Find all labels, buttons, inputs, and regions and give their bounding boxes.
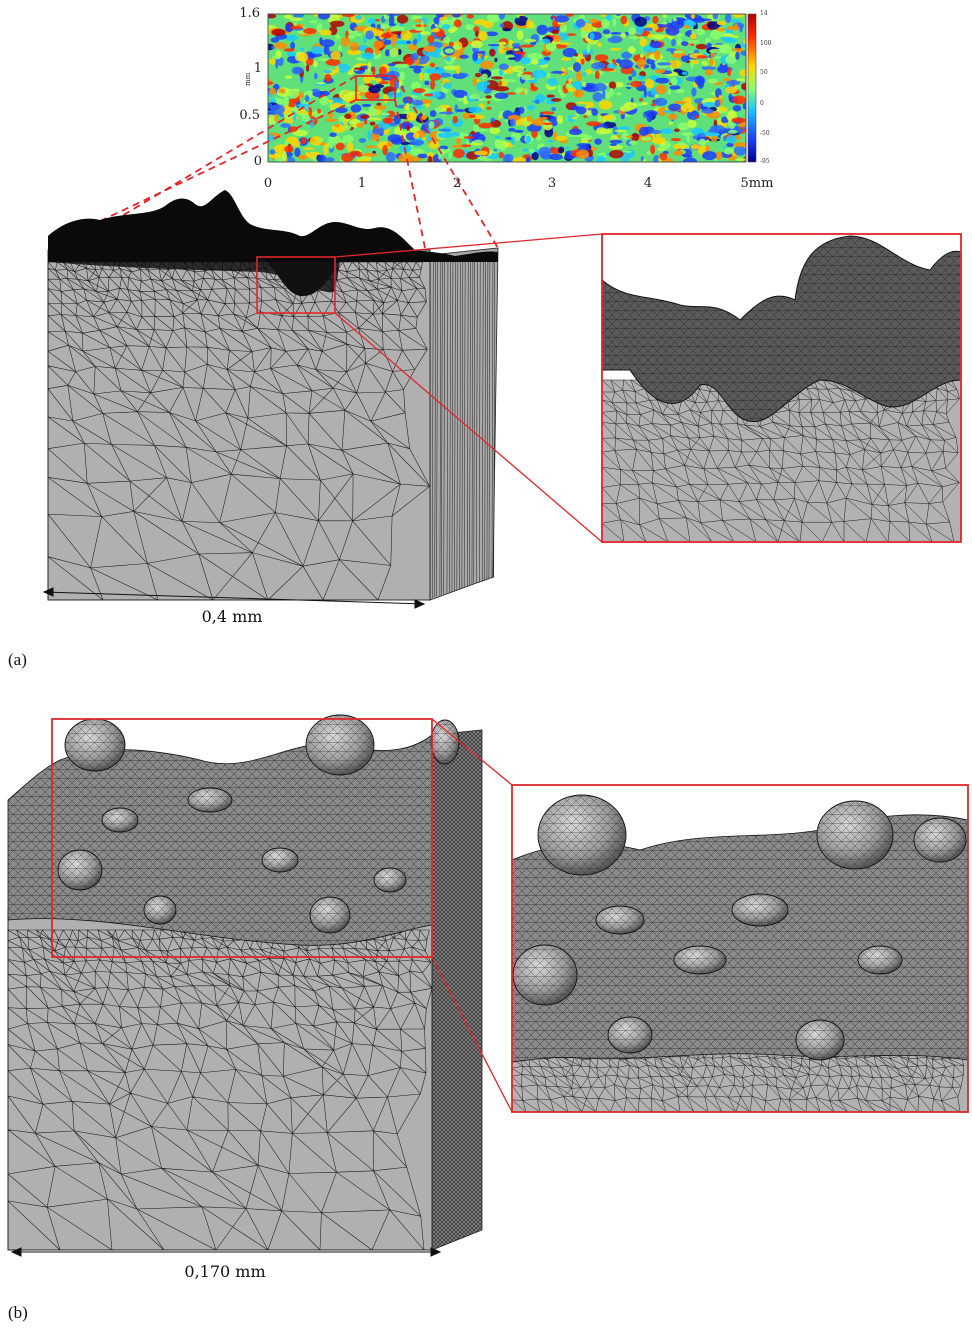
scale-label-a: 0,4 mm	[201, 607, 263, 626]
x-tick: 4	[643, 176, 653, 191]
y-tick: 1.6	[239, 6, 260, 21]
scale-label-b: 0,170 mm	[184, 1262, 266, 1281]
mesh-block-b	[7, 714, 483, 1251]
colorbar-tick: -95	[760, 158, 770, 165]
rough-surface-a	[48, 190, 498, 262]
colorbar-tick: 14	[760, 10, 768, 17]
x-tick: 2	[452, 176, 462, 191]
zoom-connectors-a	[334, 233, 603, 543]
colorbar-tick: 100	[760, 40, 772, 47]
y-tick: 0.5	[239, 108, 260, 123]
y-tick: 0	[253, 154, 262, 169]
mesh-block-a	[47, 190, 499, 601]
heatmap-zoom-box	[355, 75, 396, 101]
y-axis-unit: mm	[244, 72, 252, 86]
zoom-inset-a	[601, 233, 962, 543]
x-tick: 3	[547, 176, 557, 191]
block-b-zoom-box	[51, 718, 433, 958]
panel-label-a: (a)	[8, 650, 27, 669]
colorbar-tick: -50	[760, 130, 770, 137]
x-tick: 1	[357, 176, 367, 191]
scale-arrow-b	[10, 1247, 442, 1257]
scale-arrow-a	[42, 587, 426, 609]
x-tick: 0	[263, 176, 273, 191]
block-a-zoom-box	[256, 256, 336, 314]
heatmap-colorbar	[747, 13, 757, 163]
colorbar-tick: 0	[760, 100, 764, 107]
y-tick: 1	[253, 61, 262, 76]
surface-height-heatmap	[267, 13, 747, 163]
zoom-connectors-b	[431, 718, 513, 1113]
x-tick: 5mm	[740, 176, 774, 191]
colorbar-tick: 50	[760, 69, 768, 76]
zoom-inset-b	[511, 784, 969, 1113]
panel-label-b: (b)	[8, 1303, 28, 1322]
